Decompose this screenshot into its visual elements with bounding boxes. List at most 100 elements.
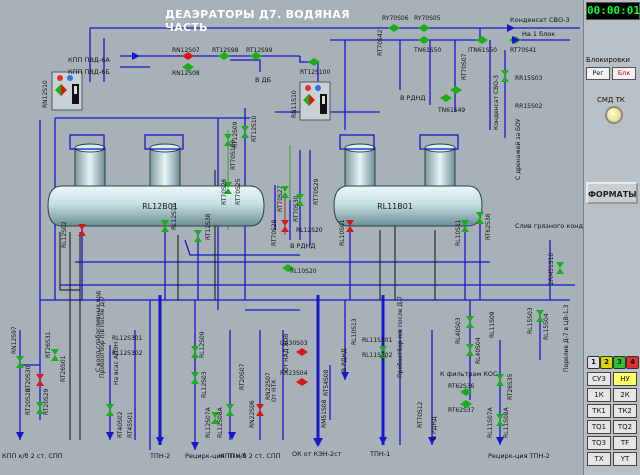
tab-1[interactable]: 1 <box>587 356 600 369</box>
valve-rt45s01[interactable] <box>106 404 114 416</box>
nav-1k-button[interactable]: 1К <box>587 388 611 402</box>
label-rl10s11: RL10S11 <box>455 219 462 246</box>
label-tn61s50: TN61S50 <box>413 47 441 54</box>
label-ok-ot-ken: ОК от КЭН-2ст <box>292 450 342 458</box>
nav-yt-button[interactable]: YT <box>613 452 637 466</box>
valve-rt12s100[interactable] <box>308 58 320 66</box>
valve-rt12s10[interactable] <box>241 126 249 138</box>
valve-rl40s03[interactable] <box>466 316 474 328</box>
label-rl12s09: RL12S09 <box>199 331 206 358</box>
label-rl40s03: RL40S03 <box>455 317 462 344</box>
label-ot-ntk: От НТК <box>271 379 278 402</box>
valve-rl10s20[interactable] <box>282 264 294 272</box>
nav-tx-button[interactable]: TX <box>587 452 611 466</box>
nav-tq2-button[interactable]: TQ2 <box>613 420 637 434</box>
label-rl15s04: RL15S04 <box>543 313 550 340</box>
valve-rl12s02[interactable] <box>78 224 86 236</box>
valve-rn12s07[interactable] <box>182 52 194 60</box>
label-rn12s07: RN12S07 <box>172 47 200 54</box>
nav-tq3-button[interactable]: TQ3 <box>587 436 611 450</box>
label-rl10s20: RL10S20 <box>290 268 317 275</box>
valve-rt70s26[interactable] <box>224 182 232 194</box>
label-kpp-2st-2: КПП к/б 2 ст. СПП <box>220 452 281 460</box>
smd-tk-lamp-icon[interactable] <box>605 106 623 124</box>
label-v-rdnd-4: В РДНД <box>431 416 438 440</box>
valve-rn22s06[interactable] <box>256 404 264 416</box>
valve-ua30s03[interactable] <box>296 348 308 356</box>
nav-suz-button[interactable]: СУЗ <box>587 372 611 386</box>
formats-button[interactable]: ФОРМАТЫ <box>586 182 638 204</box>
label-rl40s04: RL40S04 <box>475 337 482 364</box>
label-rt26s01: RT26S01 <box>60 355 67 382</box>
tab-3[interactable]: 3 <box>613 356 626 369</box>
valve-rt62s38[interactable] <box>476 212 484 224</box>
label-rl11s08a: RL11S08A <box>503 406 510 438</box>
nav-tf-button[interactable]: TF <box>613 436 637 450</box>
label-rt45s01: RT45S01 <box>127 411 134 438</box>
valve-rl11s301[interactable] <box>379 346 387 358</box>
valve-rt62s37[interactable] <box>460 400 472 408</box>
valve-rl12s03[interactable] <box>191 372 199 384</box>
reg-lock-button[interactable]: Рег <box>586 67 610 80</box>
valve-tn61s49[interactable] <box>440 94 452 102</box>
tab-4[interactable]: 4 <box>626 356 639 369</box>
valve-rt70s30[interactable] <box>296 194 304 206</box>
tab-2[interactable]: 2 <box>600 356 613 369</box>
valve-rl12s10[interactable] <box>161 220 169 232</box>
nav-tk2-button[interactable]: ТК2 <box>613 404 637 418</box>
label-rt70s25: RT70S25 <box>235 178 242 205</box>
valve-rt62s36[interactable] <box>460 388 472 396</box>
valve-ry70s06[interactable] <box>388 24 400 32</box>
block-label: Блокировки <box>586 56 630 64</box>
label-ry70s05: RY70S05 <box>414 15 441 22</box>
valve-itn61s50[interactable] <box>476 36 488 44</box>
label-rt40s02: RT40S02 <box>117 411 124 438</box>
control-module-rn11s10[interactable] <box>299 81 331 121</box>
valve-rt12s99[interactable] <box>250 52 262 60</box>
valve-rr23s04[interactable] <box>296 378 308 386</box>
label-rl11s07a: RL11S07A <box>487 406 494 438</box>
valve-rl15s03[interactable] <box>536 310 544 322</box>
valve-rt20s28[interactable] <box>36 374 44 386</box>
valve-rt70s07[interactable] <box>450 86 462 94</box>
label-rt70s27: RT70S27 <box>277 185 284 212</box>
label-rl11s302: RL11S302 <box>362 352 393 359</box>
tank-label-rl11b01: RL11B01 <box>377 202 413 211</box>
valve-rt12s09[interactable] <box>224 134 232 146</box>
valve-rt20s07[interactable] <box>226 404 234 416</box>
valve-rl10s11[interactable] <box>461 220 469 232</box>
nav-2k-button[interactable]: 2К <box>613 388 637 402</box>
label-probootbor-1: Пробоотбор п/в после Д-7 <box>99 296 106 378</box>
deaerator-tank-rl11b01[interactable]: RL11B01 <box>333 134 483 227</box>
label-rt20s30: RT20S30 <box>25 365 32 392</box>
valve-2rm51s10[interactable] <box>556 262 564 274</box>
label-rl12s10: RL12S10 <box>171 203 178 230</box>
valve-rl12s09[interactable] <box>191 346 199 358</box>
valve-rt26s01[interactable] <box>51 349 59 361</box>
valve-rl11s07a[interactable] <box>496 414 504 426</box>
nav-tq1-button[interactable]: TQ1 <box>587 420 611 434</box>
control-module-rn12s10[interactable] <box>51 71 83 111</box>
valve-rt12s38[interactable] <box>194 230 202 242</box>
deaerator-tank-rl12b01[interactable]: RL12B01 <box>47 134 265 227</box>
valve-rt70s28[interactable] <box>281 220 289 232</box>
blk-lock-button[interactable]: Блк <box>612 67 636 80</box>
valve-rl40s04[interactable] <box>466 344 474 356</box>
nav-nu-button[interactable]: НУ <box>613 372 637 386</box>
nav-tk1-button[interactable]: ТК1 <box>587 404 611 418</box>
valve-ry70s05[interactable] <box>418 24 430 32</box>
valve-rt70s27[interactable] <box>281 186 289 198</box>
label-rt54s08: RT54S08 <box>323 369 330 396</box>
valve-rn12s97[interactable] <box>16 356 24 368</box>
valve-rl12s07a[interactable] <box>211 412 219 424</box>
valve-rn12s08[interactable] <box>182 63 194 71</box>
valve-rl10s01[interactable] <box>346 220 354 232</box>
valve-rr15s03[interactable] <box>501 70 509 82</box>
valve-rt26s35[interactable] <box>496 374 504 386</box>
label-rt70s30: RT70S30 <box>293 195 300 222</box>
valve-tn61s50[interactable] <box>418 36 430 44</box>
valve-rt20s29[interactable] <box>36 402 44 414</box>
label-perelivd7: Перелив Д-7 в ЦВ-1,3 <box>563 304 570 372</box>
valve-rt12s98[interactable] <box>218 52 230 60</box>
label-kpp-2st-1: КПП к/б 2 ст. СПП <box>2 452 63 460</box>
